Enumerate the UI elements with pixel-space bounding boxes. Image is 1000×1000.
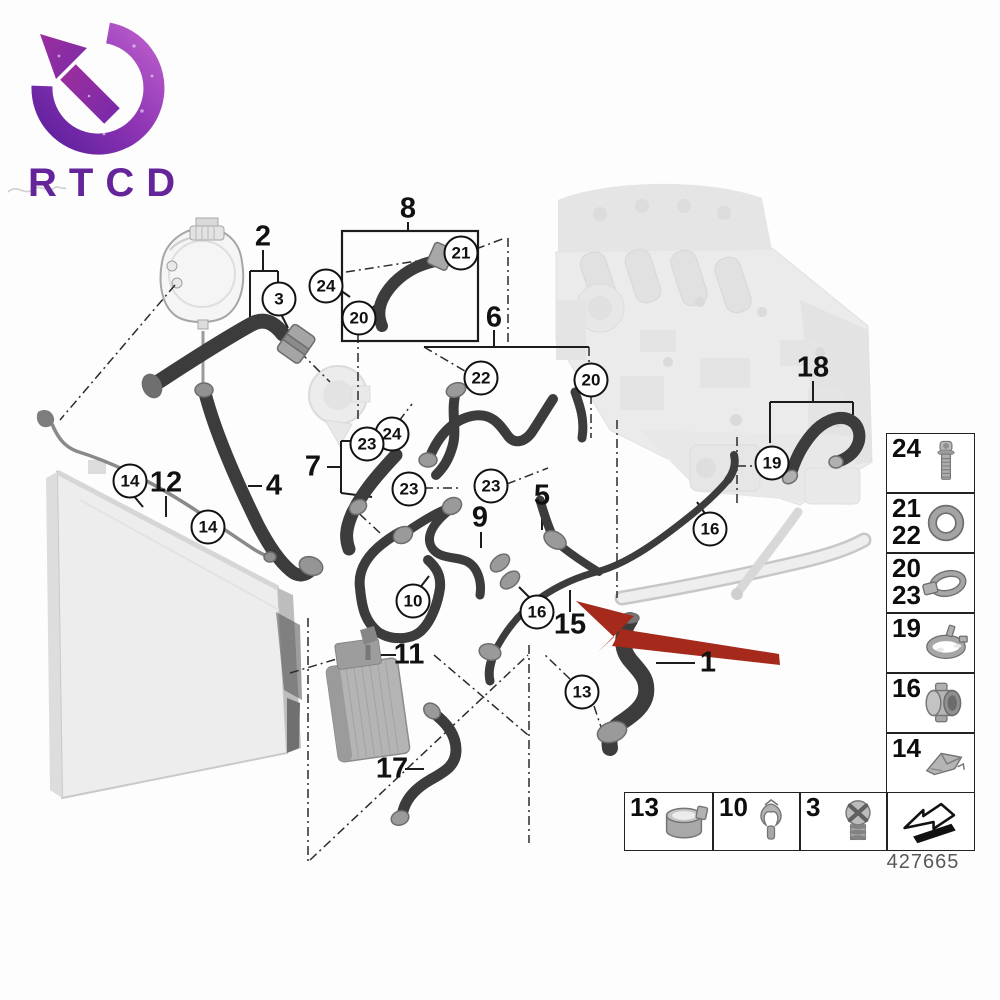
ring-clamp-icon — [659, 799, 709, 845]
recycle-arrow-logo-icon — [31, 22, 165, 155]
circled-part-label-10-15: 10 — [395, 583, 431, 619]
watermark-logo: RTCD — [14, 6, 204, 216]
radiator — [46, 460, 302, 800]
part-label-4: 4 — [265, 469, 283, 502]
circled-part-label-19-12: 19 — [754, 445, 790, 481]
circled-part-label-23-7: 23 — [349, 426, 385, 462]
part-label-17: 17 — [375, 752, 409, 785]
part-label-5: 5 — [533, 479, 551, 512]
part-label-12: 12 — [149, 466, 183, 499]
spring-clip-icon — [921, 740, 971, 786]
part-label-11: 11 — [393, 638, 425, 671]
circled-part-label-22-4: 22 — [463, 360, 499, 396]
part-label-15: 15 — [553, 608, 587, 641]
worm-clamp-icon — [921, 560, 971, 606]
circled-part-label-23-9: 23 — [473, 468, 509, 504]
bracket-11 — [360, 626, 378, 645]
doc-number: 427665 — [886, 851, 960, 873]
circled-part-label-24-2: 24 — [308, 268, 344, 304]
butterfly-clip-icon — [746, 799, 796, 845]
circled-part-label-3-0: 3 — [261, 281, 297, 317]
coolant-hoses — [144, 255, 866, 826]
circled-part-label-21-1: 21 — [443, 235, 479, 271]
legend-item-continuation-arrow — [887, 792, 975, 851]
legend-item-3: 3 — [800, 792, 887, 851]
part-label-9: 9 — [471, 501, 489, 534]
page-arrow-icon — [899, 799, 963, 845]
legend-number: 24 — [892, 433, 921, 463]
engine-block-faded — [555, 183, 873, 506]
circled-part-label-16-14: 16 — [519, 594, 555, 630]
legend-item-10: 10 — [713, 792, 800, 851]
faint-signature — [7, 186, 67, 193]
circled-part-label-13-16: 13 — [564, 674, 600, 710]
part-label-2: 2 — [254, 220, 272, 253]
legend-number: 13 — [630, 792, 659, 822]
circled-part-label-14-11: 14 — [190, 509, 226, 545]
thermostat-faded — [308, 365, 371, 448]
red-annotation-arrow — [576, 601, 780, 665]
legend-item-19: 19 — [886, 613, 975, 673]
legend-item-24: 24 — [886, 433, 975, 493]
part-label-7: 7 — [304, 450, 322, 483]
vent-elbow — [36, 410, 55, 428]
oring-icon — [921, 500, 971, 546]
screw-plug-icon — [833, 799, 883, 845]
legend-item-16: 16 — [886, 673, 975, 733]
legend-number: 3 — [806, 792, 821, 822]
circled-part-label-23-8: 23 — [391, 471, 427, 507]
part-label-1: 1 — [699, 646, 717, 679]
circled-part-label-20-3: 20 — [341, 300, 377, 336]
legend-item-14: 14 — [886, 733, 975, 793]
legend-number: 14 — [892, 733, 921, 763]
bolt-icon — [921, 440, 971, 486]
watermark-text: RTCD — [28, 161, 188, 205]
legend-item-13: 13 — [624, 792, 713, 851]
expansion-tank — [159, 217, 245, 385]
part-label-8: 8 — [399, 192, 417, 225]
legend-number: 19 — [892, 613, 921, 643]
legend-number: 10 — [719, 792, 748, 822]
circled-part-label-20-5: 20 — [573, 362, 609, 398]
part-label-6: 6 — [485, 301, 503, 334]
part-label-18: 18 — [796, 351, 830, 384]
circled-part-label-14-10: 14 — [112, 463, 148, 499]
band-clamp-icon — [921, 620, 971, 666]
circled-part-label-16-13: 16 — [692, 511, 728, 547]
coupling-icon — [921, 680, 971, 726]
vent-line — [50, 423, 271, 559]
legend-number: 16 — [892, 673, 921, 703]
